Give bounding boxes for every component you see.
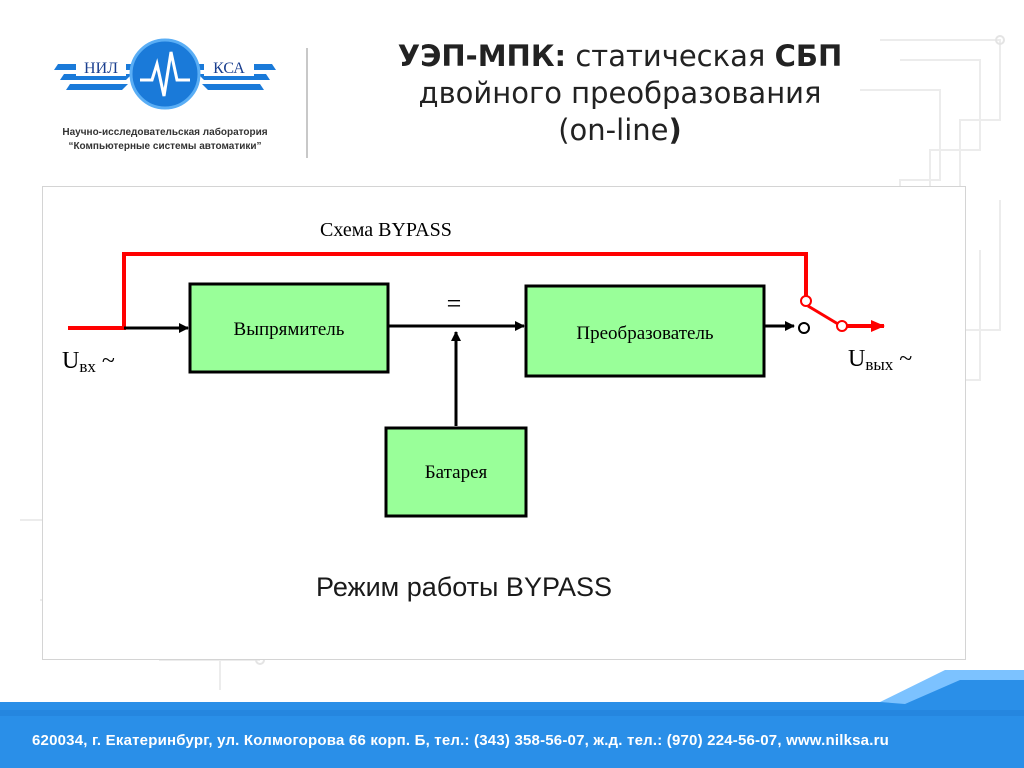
inverter-block <box>524 284 766 378</box>
slide-title: УЭП-МПК: статическая СБП двойного преобр… <box>330 38 910 149</box>
logo-caption: Научно-исследовательская лаборатория “Ко… <box>40 126 290 154</box>
bypass-contact <box>800 295 812 307</box>
logo: НИЛ КСА Научно-исследовательская лаборат… <box>40 30 290 170</box>
title-line3-close: ) <box>668 113 682 147</box>
title-line1: УЭП-МПК: статическая СБП <box>330 38 910 75</box>
output-voltage-label: Uвых ~ <box>848 346 912 374</box>
logo-caption-line2: “Компьютерные системы автоматики” <box>68 141 262 152</box>
content-panel <box>42 186 966 660</box>
rectifier-block <box>188 282 390 374</box>
logo-caption-line1: Научно-исследовательская лаборатория <box>62 127 268 138</box>
switch-blade <box>807 304 839 326</box>
input-voltage-label: Uвх ~ <box>62 348 115 376</box>
logo-left-text: НИЛ <box>84 60 118 77</box>
title-bold-1: УЭП-МПК: <box>397 39 567 73</box>
rectifier-label: Выпрямитель <box>234 319 345 340</box>
battery-block <box>384 426 528 518</box>
inverter-label: Преобразователь <box>576 323 714 344</box>
header-divider <box>306 48 308 158</box>
output-contact <box>836 320 848 332</box>
title-line3: (on-line) <box>330 112 910 149</box>
logo-right-text: КСА <box>213 60 245 77</box>
title-line2: двойного преобразования <box>418 76 822 110</box>
battery-label: Батарея <box>425 462 488 483</box>
inverter-contact <box>798 322 810 334</box>
ups-diagram: Схема BYPASS Выпрямитель = Преобразовате… <box>62 219 912 518</box>
footer-contact: 620034, г. Екатеринбург, ул. Колмогорова… <box>32 732 889 749</box>
dc-symbol: = <box>447 289 462 318</box>
footer-band <box>0 670 1024 768</box>
bypass-line <box>68 252 808 330</box>
mode-label: Режим работы BYPASS <box>316 572 612 602</box>
title-part2: статическая <box>566 39 775 73</box>
bypass-label: Схема BYPASS <box>320 219 452 241</box>
title-bold-2: СБП <box>774 39 843 73</box>
title-line3-open: (on-line <box>558 113 669 147</box>
logo-emblem: НИЛ КСА <box>54 38 276 110</box>
